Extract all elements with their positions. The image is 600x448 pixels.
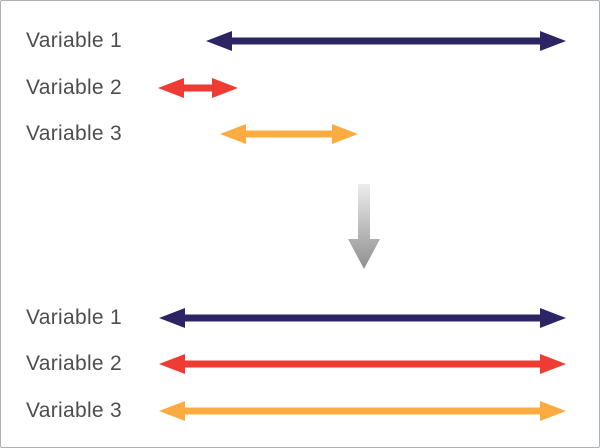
variable-1-range-arrow-after: [159, 308, 566, 328]
down-arrow-icon: [348, 184, 380, 269]
variable-3-range-arrow-before: [220, 124, 358, 144]
variable-3-label-after: Variable 3: [26, 399, 123, 422]
variable-2-label-after: Variable 2: [26, 352, 123, 375]
variable-2-label-before: Variable 2: [26, 76, 123, 99]
variable-2-range-arrow-before: [158, 78, 238, 98]
variable-1-label-before: Variable 1: [26, 29, 123, 52]
variable-1-label-after: Variable 1: [26, 306, 123, 329]
variable-3-label-before: Variable 3: [26, 122, 123, 145]
variable-2-range-arrow-after: [159, 354, 566, 374]
variable-3-range-arrow-after: [159, 401, 566, 421]
variable-1-range-arrow-before: [206, 31, 566, 51]
